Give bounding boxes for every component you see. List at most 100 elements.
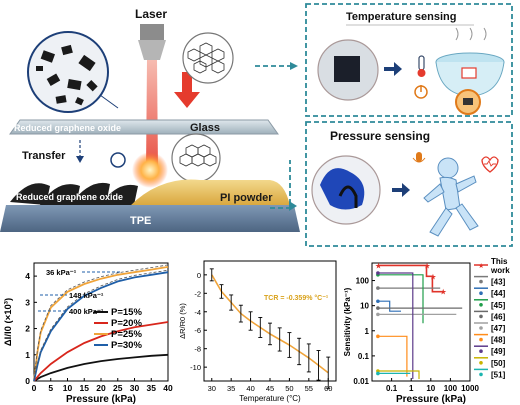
y-tick-label: 3 <box>25 297 30 307</box>
arrow-right-icon-pressure <box>392 183 410 197</box>
x-tick-label: 20 <box>96 383 106 393</box>
legend-marker <box>479 314 483 319</box>
temperature-sensing-title: Temperature sensing <box>346 11 456 23</box>
x-tick-label: 0 <box>32 383 37 393</box>
x-tick-label: 40 <box>246 384 254 393</box>
series-line <box>377 335 408 377</box>
graphene-lattice-inset <box>182 32 234 84</box>
laser-beam <box>146 60 158 170</box>
y-tick-label: 2 <box>25 324 30 334</box>
pressure-sensing-title: Pressure sensing <box>330 129 430 143</box>
series-line <box>377 264 443 293</box>
x-tick-label: 1 <box>409 384 414 393</box>
legend-label: [51] <box>491 370 506 379</box>
y-tick-label: -10 <box>190 363 201 372</box>
legend-label: [47] <box>491 324 506 333</box>
sensitivity-annotation: 36 kPa⁻¹ <box>46 268 77 277</box>
legend-marker <box>479 372 483 377</box>
legend-label: P=15% <box>111 307 142 318</box>
thermometer-icon <box>417 55 426 77</box>
fit-line <box>33 269 169 380</box>
series-marker <box>376 312 380 317</box>
x-tick-label: 25 <box>113 383 123 393</box>
arrow-right-icon-2 <box>289 201 297 211</box>
series-line <box>33 271 169 382</box>
x-tick-label: 100 <box>444 384 458 393</box>
teacup-icon <box>435 27 505 97</box>
sensor-chip <box>334 56 360 82</box>
legend-label: P=20% <box>111 318 142 329</box>
laser-head <box>138 24 166 60</box>
legend-marker <box>479 349 483 353</box>
legend-label: P=25% <box>111 329 142 340</box>
down-arrow-icon <box>174 72 200 108</box>
glass-layer <box>9 119 279 135</box>
series-line <box>377 370 420 379</box>
x-tick-label: 35 <box>147 383 157 393</box>
legend-label: [44] <box>491 289 506 298</box>
x-tick-label: 40 <box>163 383 173 393</box>
legend-marker <box>479 337 483 342</box>
laser-label: Laser <box>135 7 167 21</box>
y-tick-label: -2 <box>194 289 201 298</box>
legend-marker <box>479 361 483 365</box>
star-marker: ★ <box>423 261 430 270</box>
x-tick-label: 1000 <box>461 384 479 393</box>
sensitivity-annotation: 148 kPa⁻¹ <box>69 291 104 300</box>
laser-spark <box>132 152 168 188</box>
y-tick-label: 1 <box>365 327 370 336</box>
x-tick-label: 10 <box>63 383 73 393</box>
graphene-lattice-inset-lower <box>171 133 221 183</box>
series-marker <box>376 271 380 275</box>
legend-label: [50] <box>491 359 506 368</box>
x-tick-label: 0.1 <box>386 384 398 393</box>
y-tick-label: -8 <box>194 345 201 354</box>
y-tick-label: 0.1 <box>358 352 370 361</box>
x-tick-label: 10 <box>426 384 435 393</box>
y-tick-label: 10 <box>360 302 369 311</box>
power-icon <box>414 85 428 99</box>
x-tick-label: 30 <box>208 384 216 393</box>
y-tick-label: -6 <box>194 326 201 335</box>
series-marker <box>376 334 380 339</box>
hexagon-lattice-icon <box>187 42 225 74</box>
sensor-wire <box>338 185 358 208</box>
star-marker: ★ <box>429 272 436 281</box>
y-tick-label: 0 <box>197 271 201 280</box>
rgo-flakes-inset <box>27 31 109 113</box>
series-line <box>377 274 424 324</box>
y-axis-label: Sensitivity (kPa⁻¹) <box>343 287 352 356</box>
tpe-substrate <box>0 205 300 232</box>
tpe-label: TPE <box>130 215 151 227</box>
legend-label: [49] <box>491 347 506 356</box>
legend-label: [46] <box>491 312 506 321</box>
x-tick-label: 35 <box>227 384 235 393</box>
series-marker <box>376 371 380 376</box>
legend-label: [48] <box>491 336 506 345</box>
x-tick-label: 30 <box>130 383 140 393</box>
series-marker <box>376 299 380 304</box>
series-line <box>33 353 169 382</box>
fabrication-schematic: Glass Reduced graphene oxide Transfer PI… <box>0 3 513 247</box>
x-axis-label: Pressure (kPa) <box>396 394 466 405</box>
glove-finger <box>320 168 365 210</box>
legend-label: work <box>490 266 510 275</box>
y-tick-label: 4 <box>25 271 30 281</box>
rgo-film-stripes <box>10 182 138 205</box>
transfer-label: Transfer <box>22 150 66 162</box>
microphone-icon <box>412 152 426 163</box>
plot-frame <box>371 262 471 382</box>
legend-marker <box>479 279 483 284</box>
glass-label: Glass <box>190 122 220 134</box>
heating-coil-icon <box>455 89 481 115</box>
legend-label: [43] <box>491 278 506 287</box>
x-tick-label: 45 <box>266 384 274 393</box>
heart-pulse-icon <box>481 156 499 173</box>
legend-marker <box>479 291 483 295</box>
x-axis-label: Pressure (kPa) <box>66 394 136 405</box>
pi-powder-layer <box>130 179 290 206</box>
y-tick-label: 0.01 <box>353 377 369 386</box>
legend-marker: ★ <box>478 262 484 270</box>
